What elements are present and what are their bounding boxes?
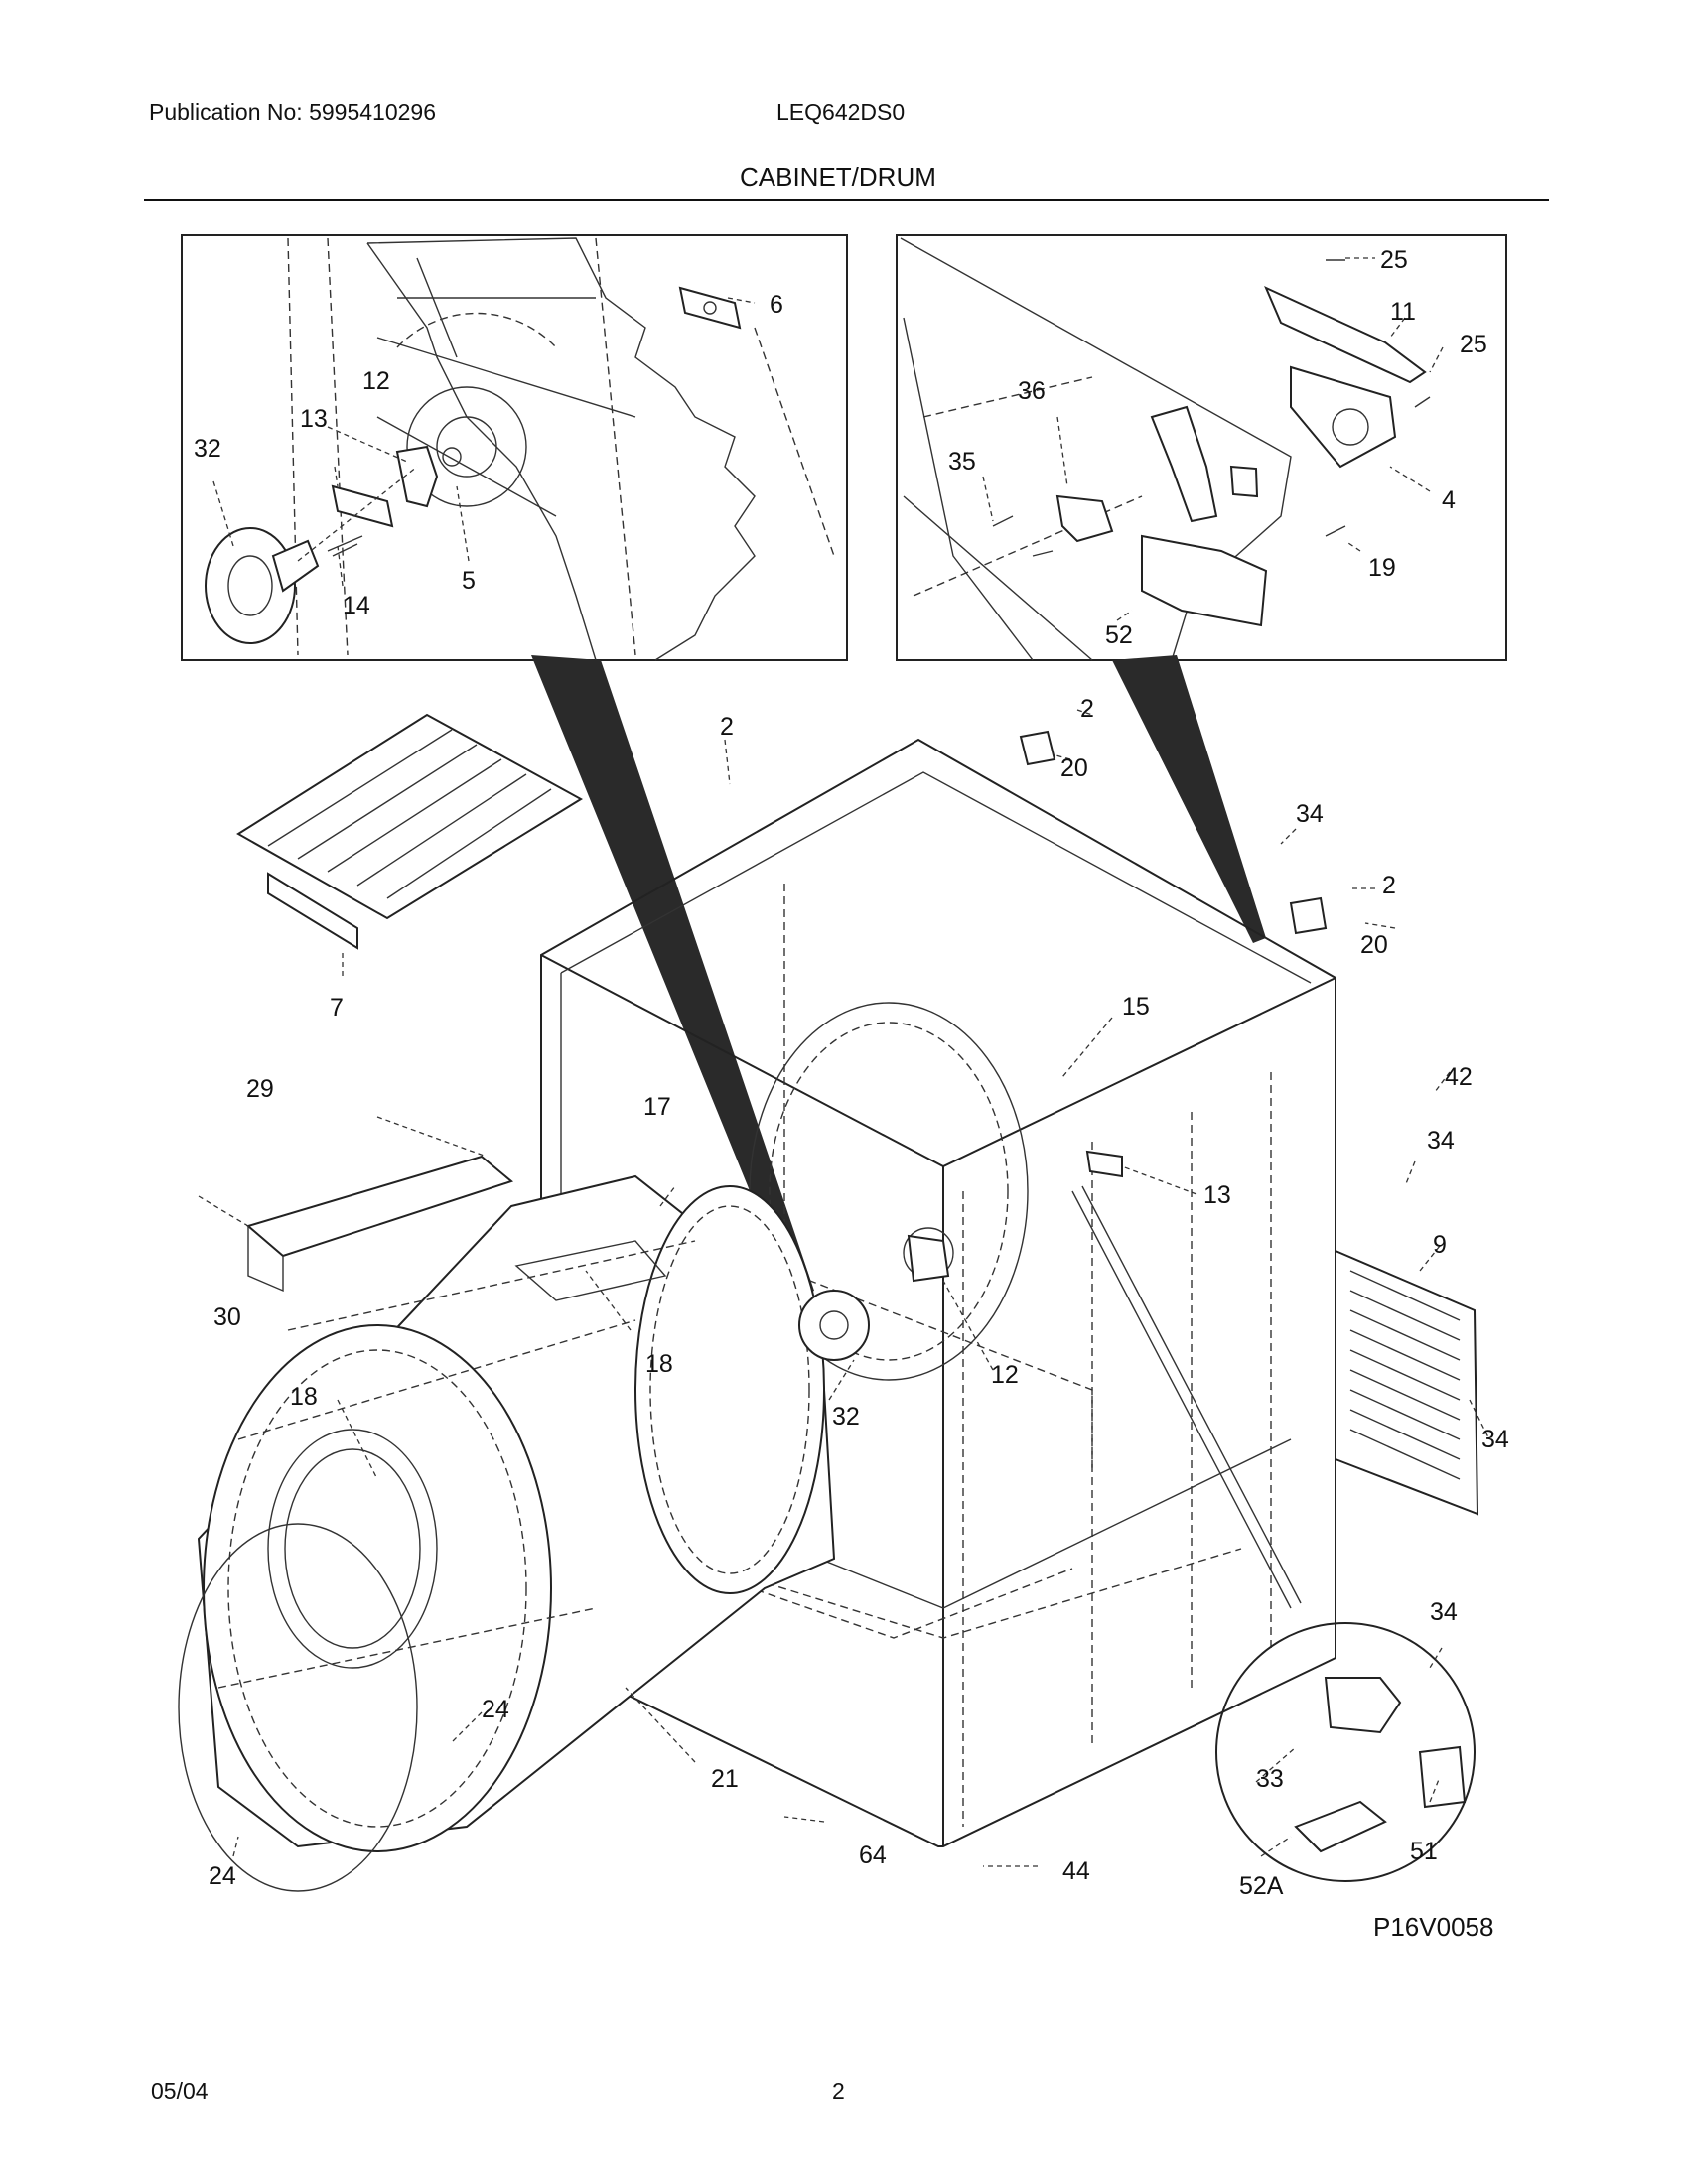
callout: 18 — [290, 1383, 318, 1411]
shelf — [236, 713, 583, 978]
callout: 29 — [246, 1075, 274, 1103]
section-title: CABINET/DRUM — [740, 162, 936, 192]
header-rule — [144, 199, 1549, 201]
callout: 2 — [720, 713, 734, 741]
belt-strip-left — [531, 655, 814, 1300]
callout: 25 — [1460, 331, 1487, 358]
callout: 64 — [859, 1842, 887, 1869]
callout: 12 — [991, 1361, 1019, 1389]
callout: 12 — [362, 367, 390, 395]
page-number: 2 — [832, 2078, 845, 2104]
callout: 4 — [1442, 486, 1456, 514]
callout: 15 — [1122, 993, 1150, 1021]
callout: 5 — [462, 567, 476, 595]
detail-circle — [1215, 1622, 1476, 1882]
leader-lines — [212, 257, 1490, 1867]
callout: 25 — [1380, 246, 1408, 274]
callout: 18 — [645, 1350, 673, 1378]
belt-strip-right — [1112, 655, 1266, 943]
model-number: LEQ642DS0 — [776, 99, 906, 125]
callout: 51 — [1410, 1838, 1438, 1865]
callout-labels: 6 12 13 32 14 5 25 11 25 36 35 4 19 52 2… — [194, 246, 1509, 1942]
drum — [178, 1174, 870, 1892]
publication-number: Publication No: 5995410296 — [149, 99, 437, 125]
rear-grille — [1335, 1249, 1479, 1516]
callout: 19 — [1368, 554, 1396, 582]
callout: 21 — [711, 1765, 739, 1793]
callout: 20 — [1060, 754, 1088, 782]
callout: 17 — [643, 1093, 671, 1121]
callout: 34 — [1427, 1127, 1455, 1155]
callout: 35 — [948, 448, 976, 476]
inset-left — [181, 234, 848, 661]
callout: 34 — [1430, 1598, 1458, 1626]
callout: 34 — [1481, 1426, 1509, 1453]
callout: 36 — [1018, 377, 1046, 405]
inset-right — [896, 234, 1507, 661]
cabinet — [540, 730, 1336, 1847]
callout: 7 — [330, 994, 344, 1022]
callout: 6 — [770, 291, 783, 319]
callout: 34 — [1296, 800, 1324, 828]
callout: 2 — [1080, 695, 1094, 723]
callout: 52 — [1105, 621, 1133, 649]
footer-date: 05/04 — [151, 2078, 209, 2104]
callout: 11 — [1390, 298, 1416, 326]
callout: 44 — [1062, 1857, 1090, 1885]
callout: 30 — [213, 1303, 241, 1331]
callout: 14 — [343, 592, 370, 619]
callout: 13 — [1203, 1181, 1231, 1209]
callout: 24 — [482, 1696, 509, 1723]
callout: 20 — [1360, 931, 1388, 959]
callout: 9 — [1433, 1231, 1447, 1259]
vent-panel — [198, 1116, 514, 1293]
callout: 2 — [1382, 872, 1396, 899]
callout: 32 — [832, 1403, 860, 1431]
callout: 24 — [209, 1862, 236, 1890]
callout: 13 — [300, 405, 328, 433]
callout: 32 — [194, 435, 221, 463]
callout: 33 — [1256, 1765, 1284, 1793]
figure-code: P16V0058 — [1373, 1912, 1493, 1942]
callout: 42 — [1445, 1063, 1473, 1091]
callout: 52A — [1239, 1872, 1284, 1900]
